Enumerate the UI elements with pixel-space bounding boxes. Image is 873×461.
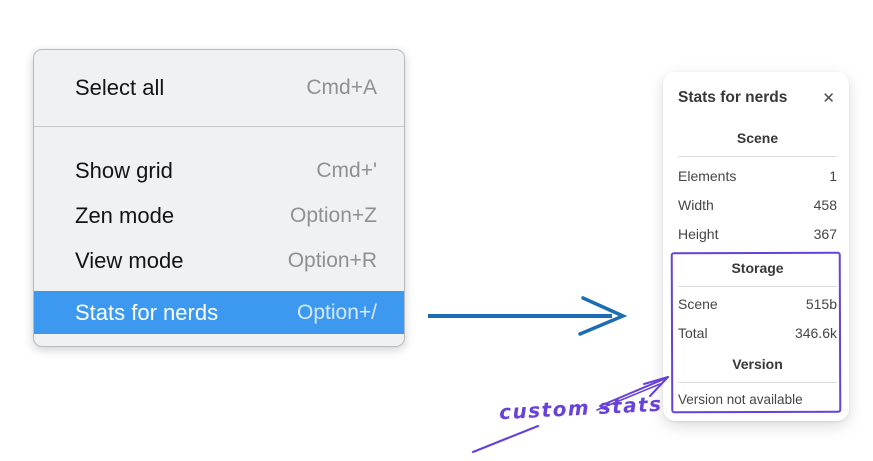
stat-label: Elements [678, 167, 737, 184]
menu-divider [34, 126, 404, 127]
menu-item-label: Show grid [75, 157, 173, 183]
stat-label: Width [678, 196, 714, 213]
section-divider [678, 286, 837, 287]
menu-item-zen-mode[interactable]: Zen mode Option+Z [34, 193, 404, 238]
stat-value: 346.6k [794, 324, 837, 341]
menu-item-view-mode[interactable]: View mode Option+R [34, 238, 404, 283]
scene-rows: Elements 1 Width 458 Height 367 [678, 161, 837, 248]
section-heading-version: Version [732, 356, 783, 372]
menu-section: Show grid Cmd+' Zen mode Option+Z View m… [34, 127, 404, 334]
section-divider [678, 156, 837, 157]
stat-row-elements: Elements 1 [678, 161, 837, 190]
annotation-label: custom stats [498, 391, 664, 425]
menu-item-label: Select all [75, 75, 165, 100]
section-heading-storage: Storage [731, 260, 784, 276]
menu-item-label: View mode [75, 247, 184, 273]
menu-item-show-grid[interactable]: Show grid Cmd+' [34, 148, 404, 193]
stat-value: 367 [813, 225, 837, 242]
menu-item-label: Stats for nerds [75, 299, 219, 325]
menu-item-label: Zen mode [75, 202, 175, 228]
stat-label: Total [678, 324, 708, 341]
menu-item-stats-for-nerds[interactable]: Stats for nerds Option+/ [34, 291, 404, 334]
menu-item-shortcut: Cmd+A [306, 76, 377, 99]
flow-arrow [428, 296, 628, 336]
context-menu: Select all Cmd+A Show grid Cmd+' Zen mod… [33, 49, 405, 347]
stats-panel-title: Stats for nerds [678, 89, 788, 106]
menu-item-shortcut: Option+/ [297, 300, 377, 324]
menu-item-select-all[interactable]: Select all Cmd+A [34, 50, 404, 126]
section-heading-scene: Scene [736, 130, 779, 146]
stats-panel: Stats for nerds ✕ Scene Elements 1 Width… [663, 72, 849, 421]
stat-row-scene-storage: Scene 515b [678, 289, 837, 318]
stat-value: 1 [829, 167, 837, 184]
stats-panel-header: Stats for nerds ✕ [678, 86, 837, 110]
stat-row-total-storage: Total 346.6k [678, 318, 837, 347]
close-icon[interactable]: ✕ [822, 89, 835, 107]
storage-rows: Scene 515b Total 346.6k [678, 289, 837, 347]
section-divider [678, 382, 837, 383]
menu-item-shortcut: Cmd+' [316, 158, 377, 182]
stat-row-height: Height 367 [678, 219, 837, 248]
menu-item-shortcut: Option+R [287, 248, 377, 272]
stat-value: 458 [813, 196, 837, 213]
stat-label: Height [678, 225, 719, 242]
menu-item-shortcut: Option+Z [290, 203, 377, 227]
version-note: Version not available [678, 392, 803, 407]
stat-label: Scene [678, 295, 718, 312]
stat-value: 515b [805, 295, 837, 312]
stat-row-width: Width 458 [678, 190, 837, 219]
